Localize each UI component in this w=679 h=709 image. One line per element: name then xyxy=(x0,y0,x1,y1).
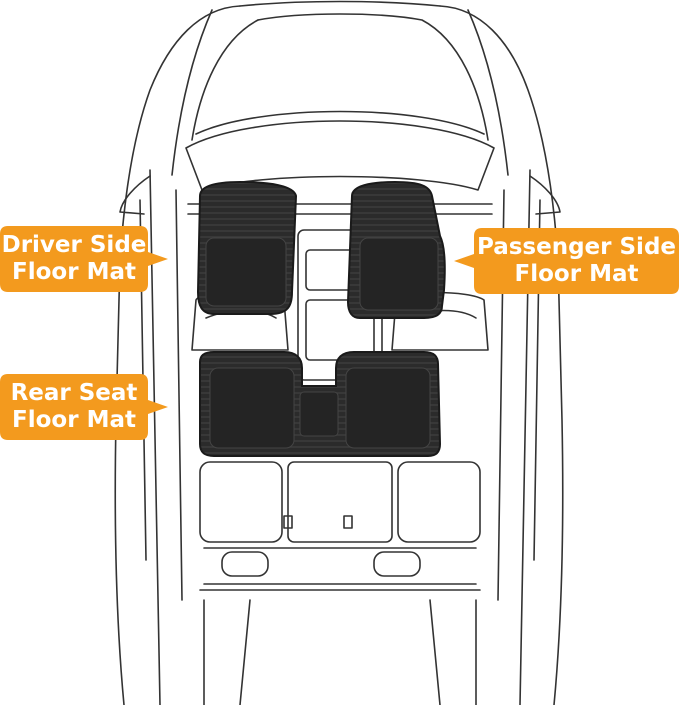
rear-seat-callout: Rear Seat Floor Mat xyxy=(0,374,170,440)
pointer-arrow-left-icon xyxy=(454,228,679,294)
driver-side-callout: Driver Side Floor Mat xyxy=(0,226,170,292)
pointer-arrow-right-icon xyxy=(0,374,168,440)
driver-label-line2: Floor Mat xyxy=(12,259,136,285)
car-body-outline xyxy=(114,0,564,706)
passenger-label-line1: Passenger Side xyxy=(476,234,677,260)
rear-label-line2: Floor Mat xyxy=(12,407,136,433)
passenger-label-line2: Floor Mat xyxy=(514,261,639,287)
rear-label-line1: Rear Seat xyxy=(10,380,138,406)
pointer-arrow-right-icon xyxy=(0,226,168,292)
passenger-side-callout: Passenger Side Floor Mat xyxy=(454,228,679,294)
driver-label-line1: Driver Side xyxy=(1,232,147,258)
